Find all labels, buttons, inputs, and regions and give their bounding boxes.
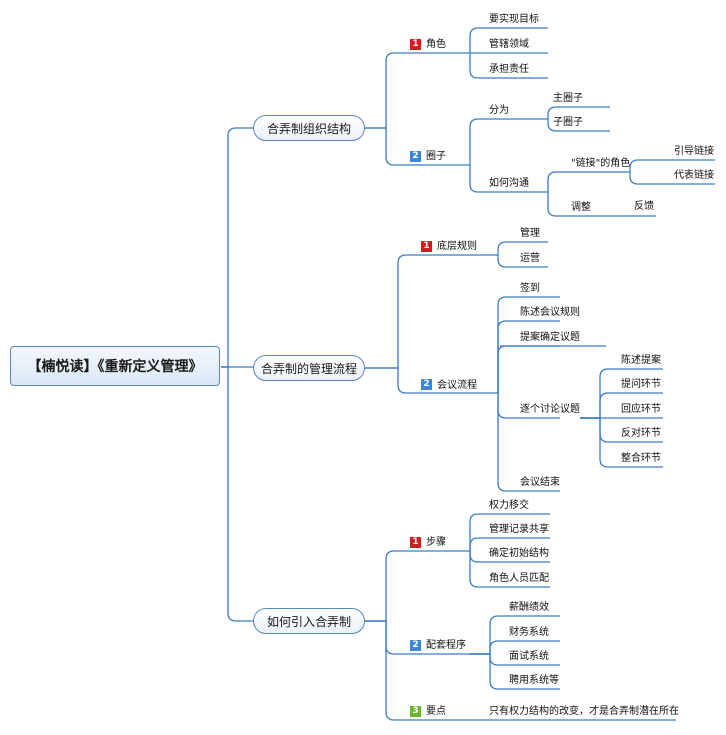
- priority-2-icon: 2: [410, 640, 421, 651]
- node-link-role[interactable]: "链接"的角色: [571, 158, 631, 169]
- root-topic[interactable]: 【楠悦读】《重新定义管理》: [10, 346, 220, 386]
- leaf-object[interactable]: 反对环节: [621, 428, 661, 439]
- leaf-initial-structure[interactable]: 确定初始结构: [489, 548, 549, 559]
- leaf-rep-link[interactable]: 代表链接: [674, 170, 714, 181]
- leaf-agenda[interactable]: 提案确定议题: [520, 332, 580, 343]
- node-discuss[interactable]: 逐个讨论议题: [520, 404, 580, 415]
- leaf-checkin[interactable]: 签到: [520, 283, 540, 294]
- subtopic-steps[interactable]: 步骤: [426, 537, 446, 548]
- leaf-rules[interactable]: 陈述会议规则: [520, 307, 580, 318]
- subtopic-role[interactable]: 角色: [426, 39, 446, 50]
- leaf-hiring[interactable]: 聘用系统等: [509, 675, 559, 686]
- leaf-present[interactable]: 陈述提案: [621, 355, 661, 366]
- topic-mgmt-process[interactable]: 合弄制的管理流程: [253, 355, 365, 381]
- leaf-governance[interactable]: 管理: [520, 228, 540, 239]
- priority-1-icon: 1: [410, 537, 421, 548]
- priority-3-icon: 3: [410, 706, 421, 717]
- leaf-feedback[interactable]: 反馈: [634, 201, 654, 212]
- priority-1-icon: 1: [410, 39, 421, 50]
- leaf-role-match[interactable]: 角色人员匹配: [489, 573, 549, 584]
- leaf-main-circle[interactable]: 主圈子: [553, 93, 583, 104]
- priority-2-icon: 2: [410, 151, 421, 162]
- leaf-respond[interactable]: 回应环节: [621, 404, 661, 415]
- leaf-record-share[interactable]: 管理记录共享: [489, 524, 549, 535]
- leaf-lead-link[interactable]: 引导链接: [674, 146, 714, 157]
- subtopic-key-point[interactable]: 要点: [426, 706, 446, 717]
- leaf-operations[interactable]: 运营: [520, 253, 540, 264]
- leaf-integrate[interactable]: 整合环节: [621, 453, 661, 464]
- topic-org-structure[interactable]: 合弄制组织结构: [253, 115, 365, 141]
- leaf-goal[interactable]: 要实现目标: [489, 14, 539, 25]
- subtopic-meeting-process[interactable]: 会议流程: [437, 380, 477, 391]
- leaf-meeting-end[interactable]: 会议结束: [520, 477, 560, 488]
- subtopic-circle[interactable]: 圈子: [426, 151, 446, 162]
- leaf-sub-circle[interactable]: 子圈子: [553, 117, 583, 128]
- leaf-interview[interactable]: 面试系统: [509, 651, 549, 662]
- node-split[interactable]: 分为: [489, 105, 509, 116]
- priority-2-icon: 2: [421, 379, 432, 390]
- leaf-key-statement[interactable]: 只有权力结构的改变，才是合弄制潜在所在: [489, 706, 679, 717]
- topic-introduce[interactable]: 如何引入合弄制: [253, 608, 365, 634]
- priority-1-icon: 1: [421, 241, 432, 252]
- leaf-domain[interactable]: 管辖领域: [489, 39, 529, 50]
- leaf-question[interactable]: 提问环节: [621, 379, 661, 390]
- subtopic-support[interactable]: 配套程序: [426, 640, 466, 651]
- node-communicate[interactable]: 如何沟通: [489, 178, 529, 189]
- leaf-compensation[interactable]: 薪酬绩效: [509, 602, 549, 613]
- leaf-power-transfer[interactable]: 权力移交: [489, 500, 529, 511]
- leaf-finance[interactable]: 财务系统: [509, 627, 549, 638]
- node-adjust[interactable]: 调整: [571, 202, 591, 213]
- leaf-responsibility[interactable]: 承担责任: [489, 64, 529, 75]
- subtopic-base-rules[interactable]: 底层规则: [437, 241, 477, 252]
